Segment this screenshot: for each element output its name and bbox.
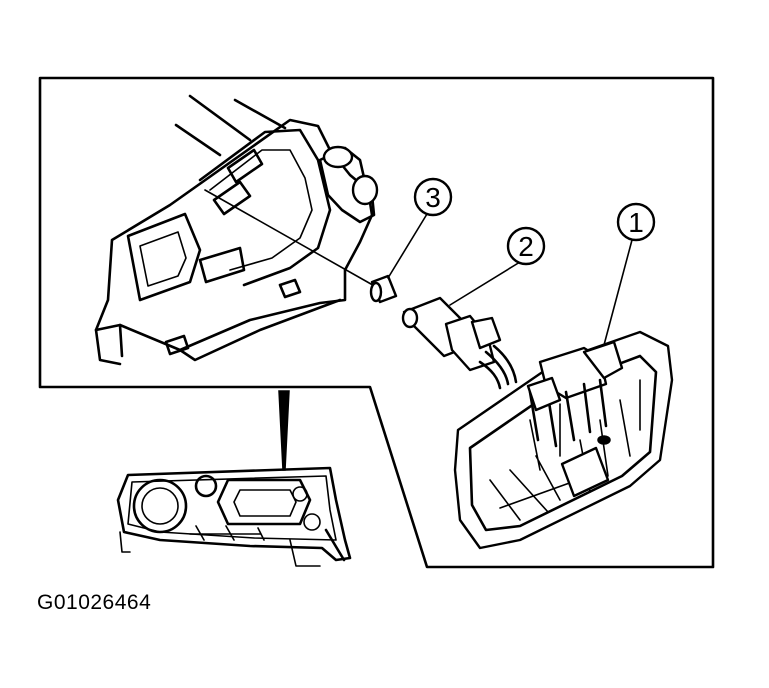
bulb-part <box>369 274 398 304</box>
housing-rear-illustration <box>94 94 379 366</box>
detail-pointer <box>278 390 290 471</box>
headlamp-overview <box>116 466 352 567</box>
callout-2-leader <box>449 261 521 306</box>
callout-2: 2 <box>506 226 546 266</box>
callout-1: 1 <box>616 202 656 242</box>
callout-2-number: 2 <box>518 231 534 262</box>
callout-3-leader <box>387 213 428 279</box>
detail-frame <box>38 76 715 569</box>
lamp-housing-part <box>453 330 674 550</box>
figure-id-label: G01026464 <box>37 591 152 614</box>
callout-3: 3 <box>413 177 453 217</box>
callout-1-leader <box>603 239 633 346</box>
callout-3-number: 3 <box>425 182 441 213</box>
socket-part <box>401 296 518 390</box>
callout-1-number: 1 <box>628 207 644 238</box>
